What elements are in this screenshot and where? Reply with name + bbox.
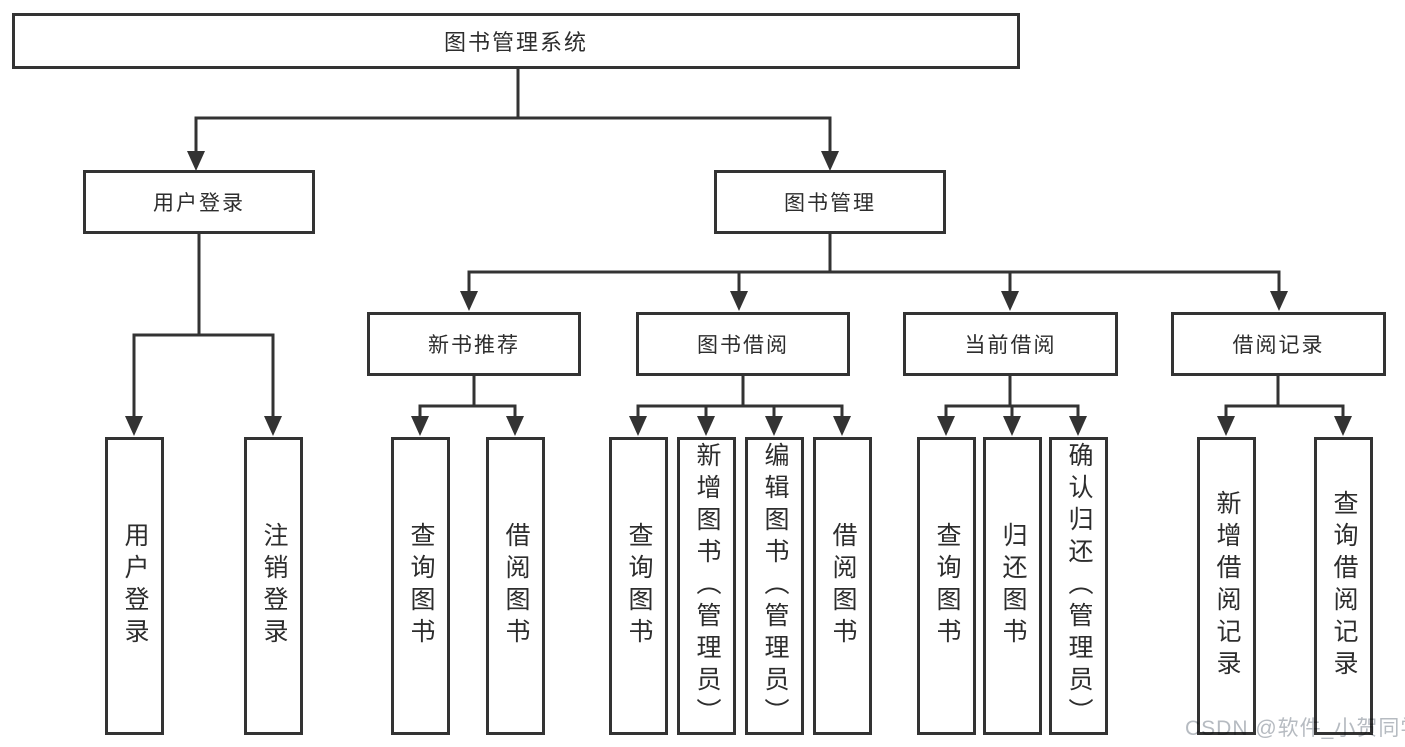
leaf-query-book-2: 查询图书 — [609, 437, 668, 735]
node-book-management: 图书管理 — [714, 170, 946, 234]
leaf-query-book-3-label: 查询图书 — [933, 522, 961, 650]
connector-root-to-level2 — [187, 66, 839, 171]
node-book-borrow-label: 图书借阅 — [697, 334, 789, 357]
leaf-query-book-3: 查询图书 — [917, 437, 976, 735]
connector-borrow-branch — [629, 374, 851, 436]
connector-current-borrow-branch — [937, 374, 1087, 436]
node-user-login-label: 用户登录 — [153, 192, 245, 215]
leaf-edit-book-admin: 编辑图书（管理员） — [745, 437, 804, 735]
leaf-logout: 注销登录 — [244, 437, 303, 735]
leaf-query-borrow-record-label: 查询借阅记录 — [1330, 490, 1358, 682]
leaf-add-book-admin: 新增图书（管理员） — [677, 437, 736, 735]
node-book-management-label: 图书管理 — [784, 192, 876, 215]
watermark: CSDN @软件_小贺同学 — [1185, 717, 1405, 740]
leaf-add-book-admin-label: 新增图书（管理员） — [693, 442, 721, 730]
leaf-query-borrow-record: 查询借阅记录 — [1314, 437, 1373, 735]
node-root: 图书管理系统 — [12, 13, 1020, 69]
node-borrow-record: 借阅记录 — [1171, 312, 1386, 376]
connector-book-mgmt-branch — [460, 232, 1288, 311]
node-current-borrow: 当前借阅 — [903, 312, 1118, 376]
node-new-book-recommend-label: 新书推荐 — [428, 334, 520, 357]
leaf-query-book-2-label: 查询图书 — [625, 522, 653, 650]
leaf-edit-book-admin-label: 编辑图书（管理员） — [761, 442, 789, 730]
leaf-borrow-book-1-label: 借阅图书 — [502, 522, 530, 650]
leaf-confirm-return-admin-label: 确认归还（管理员） — [1065, 442, 1093, 730]
leaf-user-login: 用户登录 — [105, 437, 164, 735]
leaf-add-borrow-record: 新增借阅记录 — [1197, 437, 1256, 735]
leaf-add-borrow-record-label: 新增借阅记录 — [1213, 490, 1241, 682]
leaf-borrow-book-1: 借阅图书 — [486, 437, 545, 735]
leaf-logout-label: 注销登录 — [260, 522, 288, 650]
leaf-borrow-book-2: 借阅图书 — [813, 437, 872, 735]
leaf-return-book: 归还图书 — [983, 437, 1042, 735]
node-user-login: 用户登录 — [83, 170, 315, 234]
node-root-label: 图书管理系统 — [443, 30, 588, 55]
connector-user-login-branch — [125, 232, 282, 436]
leaf-borrow-book-2-label: 借阅图书 — [829, 522, 857, 650]
connector-new-book-branch — [411, 374, 524, 436]
leaf-return-book-label: 归还图书 — [999, 522, 1027, 650]
node-new-book-recommend: 新书推荐 — [367, 312, 581, 376]
leaf-user-login-label: 用户登录 — [121, 522, 149, 650]
connector-borrow-record-branch — [1217, 374, 1352, 436]
leaf-query-book-1: 查询图书 — [391, 437, 450, 735]
node-borrow-record-label: 借阅记录 — [1232, 334, 1325, 357]
leaf-query-book-1-label: 查询图书 — [407, 522, 435, 650]
leaf-confirm-return-admin: 确认归还（管理员） — [1049, 437, 1108, 735]
node-current-borrow-label: 当前借阅 — [964, 334, 1057, 357]
node-book-borrow: 图书借阅 — [636, 312, 850, 376]
